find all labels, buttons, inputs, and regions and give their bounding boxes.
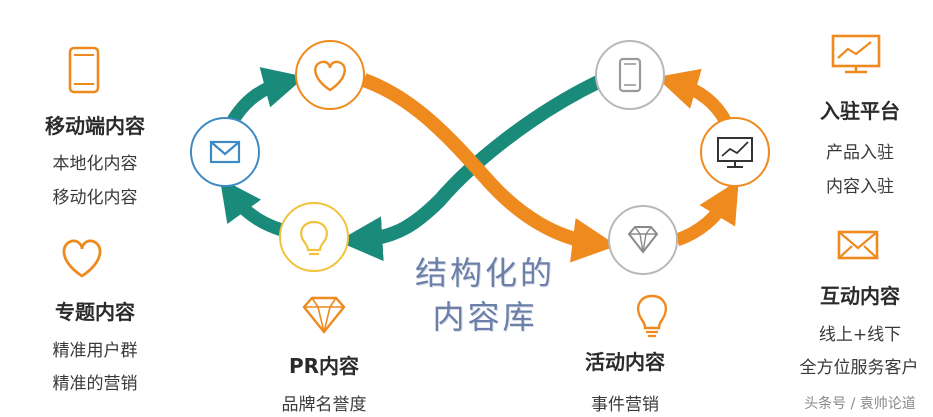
teal-cross-band <box>337 75 602 262</box>
mobile-content-item-2: 移动化内容 <box>52 188 138 208</box>
platform-title: 入驻平台 <box>820 99 900 123</box>
mail-icon <box>209 140 241 164</box>
interact-content-title: 互动内容 <box>820 284 900 308</box>
orange-arc-top-right <box>656 68 732 126</box>
node-monitor-chart <box>700 117 770 187</box>
side-lightbulb-icon <box>637 294 667 338</box>
pr-content-title: PR内容 <box>288 354 360 378</box>
side-diamond-icon <box>302 296 346 334</box>
lightbulb-icon <box>300 220 328 252</box>
side-mail-icon <box>837 230 879 260</box>
node-heart <box>295 40 365 110</box>
side-phone-icon <box>68 46 100 94</box>
interact-content-item-2: 全方位服务客户 <box>799 358 919 378</box>
mobile-content-item-1: 本地化内容 <box>52 154 138 174</box>
topic-content-item-1: 精准用户群 <box>52 341 138 361</box>
center-title-line1: 结构化的 <box>414 254 555 292</box>
side-monitor-chart-icon <box>831 34 881 74</box>
teal-arc-bottom-left <box>219 178 285 237</box>
activity-content-item-1: 事件营销 <box>591 395 659 415</box>
side-heart-icon <box>62 239 102 278</box>
node-lightbulb <box>279 202 349 272</box>
activity-content-title: 活动内容 <box>585 350 665 374</box>
center-title-line2: 内容库 <box>432 298 538 336</box>
pr-content-item-1: 品牌名誉度 <box>281 395 367 415</box>
node-diamond <box>608 205 678 275</box>
orange-arc-bottom-right <box>674 180 739 247</box>
heart-icon <box>314 60 346 92</box>
node-mail <box>190 117 260 187</box>
topic-content-title: 专题内容 <box>55 300 135 324</box>
mobile-content-title: 移动端内容 <box>45 114 145 138</box>
diamond-icon <box>627 226 659 254</box>
topic-content-item-2: 精准的营销 <box>52 374 138 394</box>
node-phone <box>595 40 665 110</box>
interact-content-item-1: 线上+线下 <box>818 325 902 345</box>
teal-arc-top-left <box>226 67 306 126</box>
watermark: 头条号 / 袁帅论道 <box>804 396 916 412</box>
platform-item-2: 内容入驻 <box>826 177 894 197</box>
phone-icon <box>618 57 642 93</box>
orange-cross-band <box>361 73 618 263</box>
platform-item-1: 产品入驻 <box>826 143 894 163</box>
